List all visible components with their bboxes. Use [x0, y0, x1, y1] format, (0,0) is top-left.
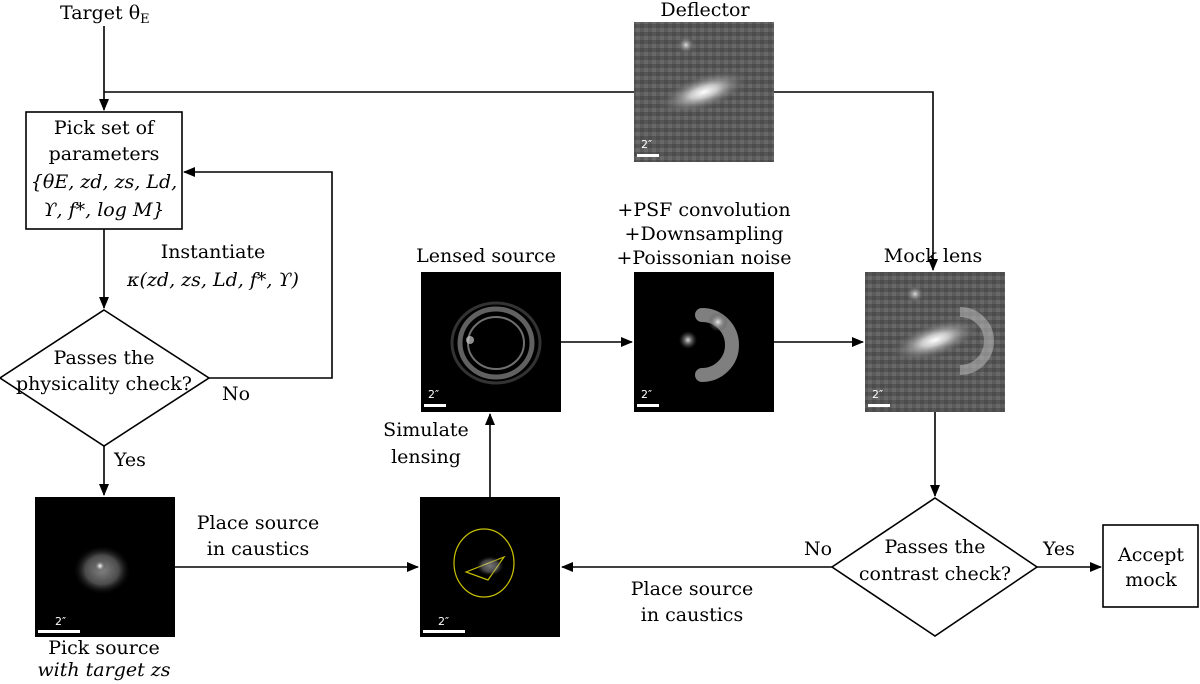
mock-lens-image: 2″: [865, 272, 1005, 412]
contrast-line2: contrast check?: [859, 563, 1011, 585]
svg-text:2″: 2″: [641, 138, 652, 151]
accept-line1: Accept: [1117, 544, 1184, 566]
pick-source-line2: with target zs: [37, 659, 170, 681]
physicality-yes-label: Yes: [113, 449, 146, 471]
caustics-image: 2″: [420, 497, 560, 637]
pick-parameters-line2: parameters: [49, 143, 160, 165]
accept-mock-box: [1102, 524, 1199, 608]
pick-parameters-line1: Pick set of: [54, 117, 156, 139]
physicality-line2: physicality check?: [16, 373, 192, 395]
lensed-source-image: 2″: [421, 272, 561, 412]
psf-line3: +Poissonian noise: [616, 247, 791, 269]
contrast-yes-label: Yes: [1042, 538, 1075, 560]
contrast-check-diamond: [830, 497, 1039, 637]
place-source-right-line2: in caustics: [641, 604, 743, 626]
simulate-line2: lensing: [391, 446, 461, 468]
pick-parameters-line4: ϒ, f*, log M}: [44, 199, 165, 221]
place-source-left-line2: in caustics: [207, 538, 309, 560]
simulate-line1: Simulate: [383, 419, 469, 441]
psf-line1: +PSF convolution: [617, 199, 790, 221]
svg-text:2″: 2″: [438, 615, 449, 628]
convolved-image: 2″: [634, 272, 774, 412]
edges: [99, 26, 1102, 572]
physicality-line1: Passes the: [54, 347, 155, 369]
target-theta-label: Target θE: [60, 2, 150, 27]
contrast-no-label: No: [804, 538, 832, 560]
deflector-label: Deflector: [660, 0, 750, 21]
svg-text:2″: 2″: [428, 388, 439, 401]
svg-text:2″: 2″: [872, 388, 883, 401]
lensed-source-label: Lensed source: [416, 245, 556, 267]
place-source-left-line1: Place source: [197, 512, 320, 534]
svg-text:2″: 2″: [641, 388, 652, 401]
physicality-no-label: No: [222, 383, 250, 405]
psf-line2: +Downsampling: [625, 223, 784, 245]
accept-line2: mock: [1125, 569, 1177, 591]
svg-text:2″: 2″: [55, 615, 66, 628]
place-source-right-line1: Place source: [631, 578, 754, 600]
instantiate-line1: Instantiate: [161, 241, 266, 263]
pick-parameters-box: [25, 111, 183, 230]
instantiate-line2: κ(zd, zs, Ld, f*, ϒ): [126, 269, 299, 291]
contrast-line1: Passes the: [885, 536, 986, 558]
pick-parameters-line3: {θE, zd, zs, Ld,: [31, 171, 177, 193]
deflector-image: 2″: [634, 22, 774, 162]
source-image: 2″: [35, 497, 175, 637]
pick-source-line1: Pick source: [48, 637, 159, 659]
